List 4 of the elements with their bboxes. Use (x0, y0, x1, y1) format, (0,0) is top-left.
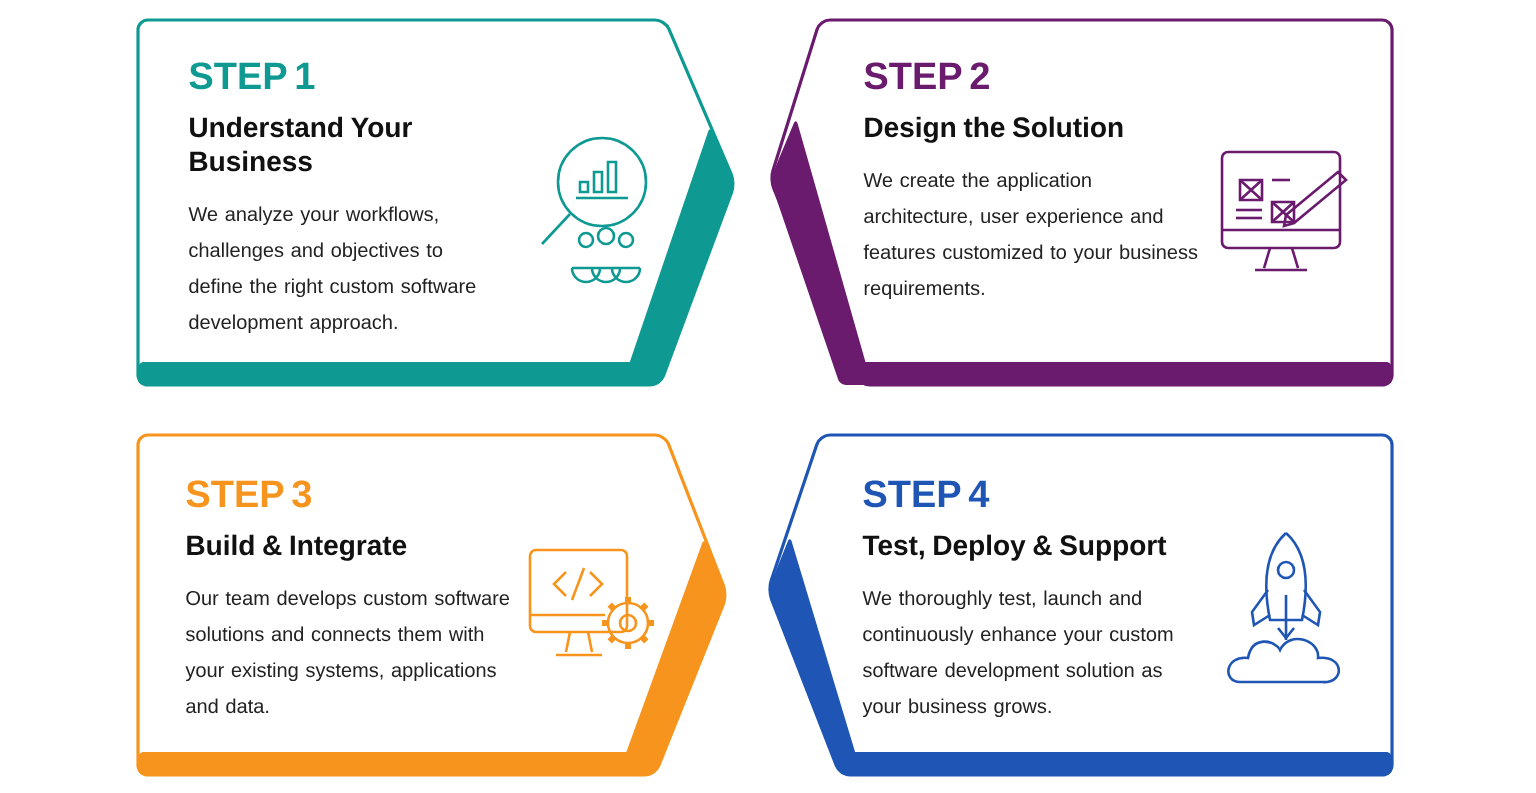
step-card: STEP 2 Design the Solution We create the application architecture, user experience and features customized to your business requirements. (770, 18, 1394, 387)
step-card: STEP 1 Understand Your Business We analyze your workflows, challenges and objectives to define the right custom software development approach. (136, 18, 735, 387)
step-card: STEP 3 Build & Integrate Our team develops custom software solutions and connects them with your existing systems, applications and data. (136, 433, 727, 777)
step-card: STEP 4 Test, Deploy & Support We thoroughly test, launch and continuously enhance your custom software development solution as your business grows. (768, 433, 1394, 777)
